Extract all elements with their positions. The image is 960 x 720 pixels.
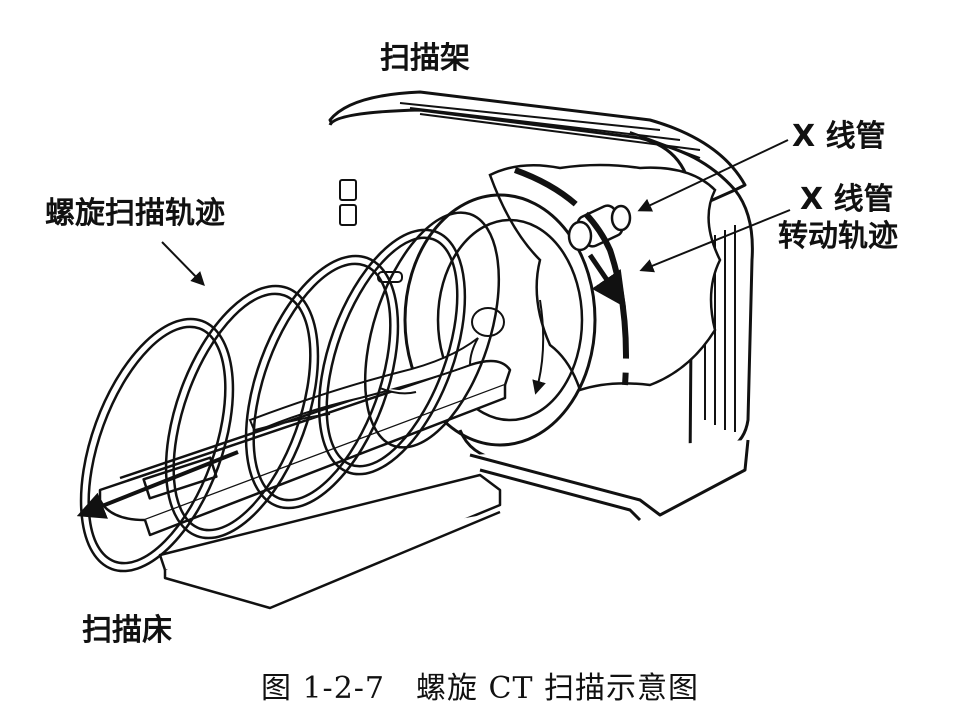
helix-loop bbox=[325, 236, 459, 468]
bore-rotation-arrow bbox=[532, 299, 546, 395]
xray-tube-leader bbox=[637, 139, 789, 212]
gantry-bore bbox=[403, 193, 597, 447]
helix-loop bbox=[164, 284, 320, 540]
helix-loop bbox=[363, 211, 501, 449]
helix-loop bbox=[252, 262, 392, 502]
tube-track-label-line2: 转动轨迹 bbox=[778, 219, 898, 254]
helical-track-label: 螺旋扫描轨迹 bbox=[45, 196, 225, 231]
helix-loop bbox=[244, 254, 400, 510]
helical-track-leader bbox=[161, 241, 205, 287]
helix-loop bbox=[172, 292, 312, 532]
helical-scan-track bbox=[79, 211, 501, 573]
leader-lines bbox=[161, 139, 791, 287]
couch-top bbox=[98, 358, 512, 537]
helix-loop bbox=[317, 228, 467, 476]
gantry-label: 扫描架 bbox=[380, 41, 470, 76]
couch-motion-arrow bbox=[76, 450, 239, 519]
tube-rotation-track-arrow bbox=[587, 253, 626, 308]
xray-tube bbox=[567, 204, 632, 252]
helix-loop bbox=[79, 317, 235, 573]
couch-base bbox=[158, 473, 502, 610]
figure-caption: 图 1-2-7 螺旋 CT 扫描示意图 bbox=[260, 671, 700, 706]
tube-track-leader bbox=[639, 209, 791, 273]
tube-rotation-track bbox=[513, 167, 629, 386]
gantry-top-ribs bbox=[399, 102, 701, 159]
couch-label: 扫描床 bbox=[82, 613, 172, 648]
xray-tube-label: X 线管 bbox=[792, 119, 886, 154]
tube-track-label-line1: X 线管 bbox=[800, 182, 894, 217]
